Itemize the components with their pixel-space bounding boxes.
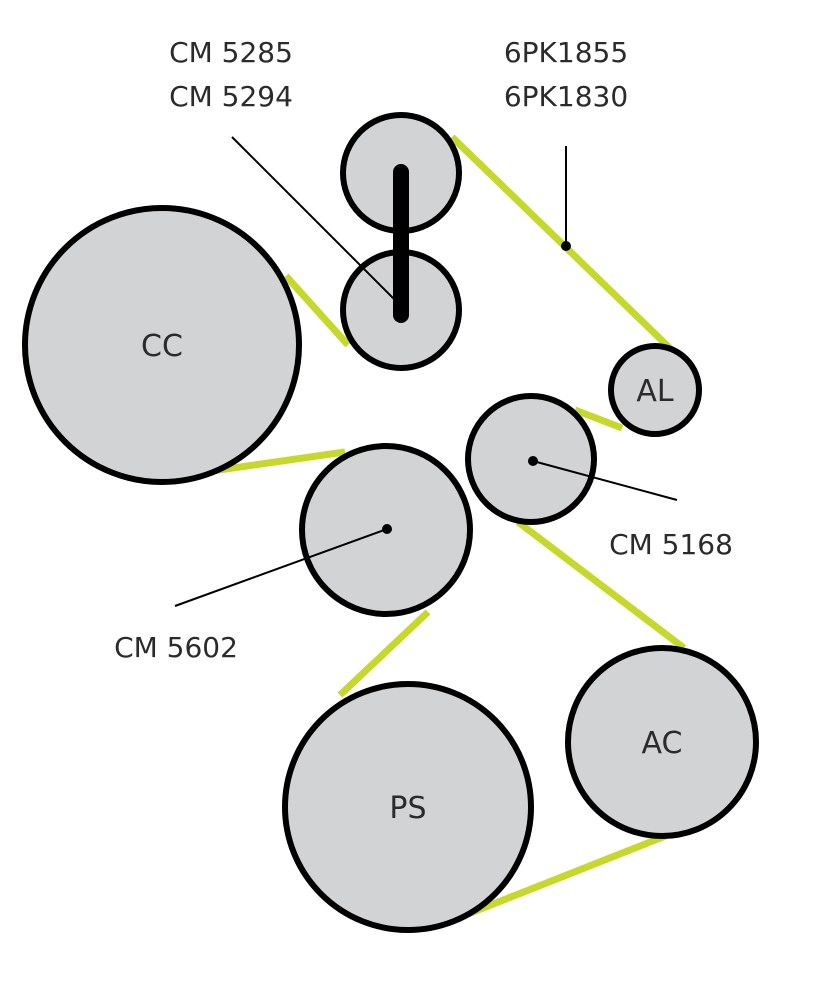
leader-line-tensioner (231, 136, 398, 303)
belt-part-label-1: 6PK1855 (504, 36, 628, 69)
leader-line-idler-left (174, 528, 388, 607)
pulley-label-cc: CC (141, 329, 183, 364)
pulley-label-ps: PS (389, 791, 426, 826)
belt-segment-idler-left-to-ps (337, 609, 431, 698)
idler-right-part-label: CM 5168 (609, 528, 733, 561)
leader-line-idler-right (532, 460, 678, 501)
leader-dot-idler-right (528, 456, 538, 466)
belt-segment-ps-to-ac (466, 831, 670, 918)
belt-segment-idler-right-to-ac (515, 519, 687, 651)
pulley-label-al: AL (636, 374, 674, 409)
leader-dot-belt (561, 241, 571, 251)
pulley-label-ac: AC (642, 726, 683, 761)
power-steering-pulley (282, 681, 534, 933)
tensioner-part-label-2: CM 5294 (169, 80, 293, 113)
leader-dot-idler-left (382, 524, 392, 534)
tensioner-part-label-1: CM 5285 (169, 36, 293, 69)
belt-segment-cc-to-tensioner-bottom (283, 273, 351, 348)
belt-part-label-2: 6PK1830 (504, 80, 628, 113)
ac-compressor-pulley (565, 645, 759, 839)
belt-segment-cc-to-idler-left (204, 448, 346, 476)
crankshaft-pulley (22, 205, 302, 485)
idler-left-part-label: CM 5602 (114, 631, 238, 664)
belt-segment-al-to-idler-right (573, 406, 624, 432)
alternator-pulley (608, 343, 702, 437)
